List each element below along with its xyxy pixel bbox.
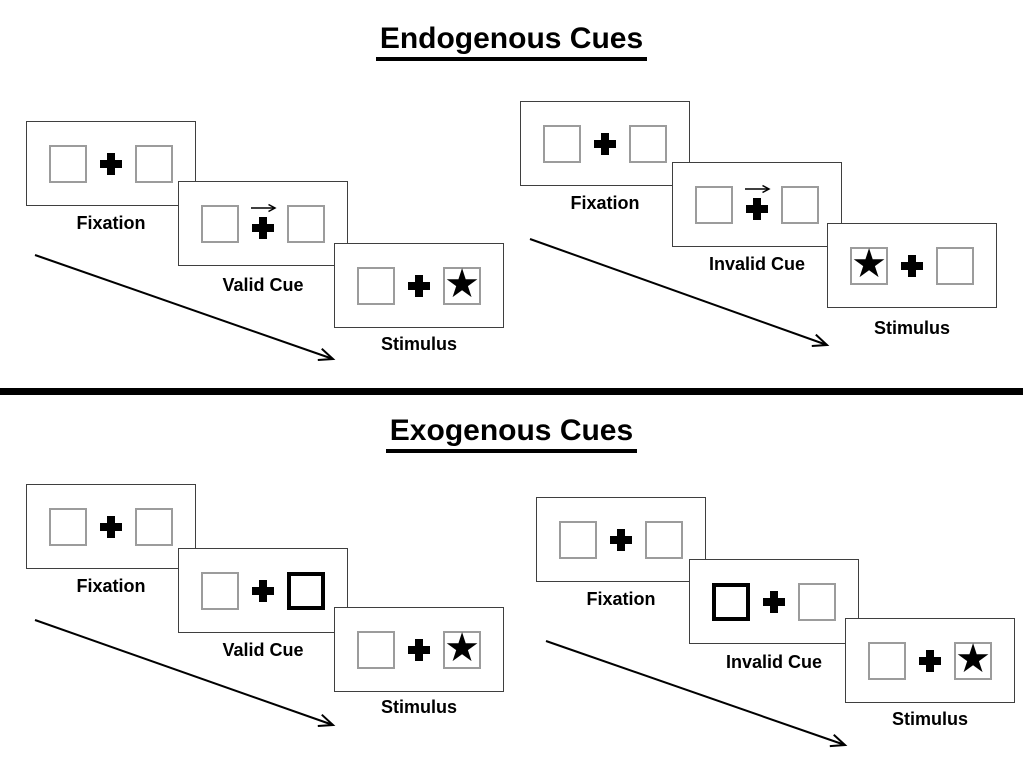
section-divider <box>0 388 1023 395</box>
trial-sequence-arrow <box>529 238 830 347</box>
invalid-cue-panel <box>689 559 859 644</box>
stimulus-panel: ★ <box>845 618 1015 703</box>
left-placeholder-box <box>543 124 581 163</box>
left-placeholder-box <box>49 507 87 546</box>
right-target-box: ★ <box>954 635 992 682</box>
fixation-cross-icon <box>100 515 122 538</box>
panel-label: Stimulus <box>380 334 457 354</box>
panel-label: Stimulus <box>380 697 457 717</box>
right-placeholder-box <box>135 144 173 183</box>
panel-label: Fixation <box>76 576 146 596</box>
star-stimulus-icon: ★ <box>444 624 480 671</box>
fixation-cross-icon <box>252 217 274 239</box>
fixation-panel <box>520 101 690 186</box>
trial-sequence-arrow <box>34 619 336 728</box>
left-placeholder-box <box>868 641 906 680</box>
right-placeholder-box <box>629 124 667 163</box>
valid-cue-panel <box>178 548 348 633</box>
panel-label: Invalid Cue <box>725 652 823 672</box>
fixation-cross-icon <box>901 254 923 277</box>
fixation-cross-icon <box>594 132 616 155</box>
right-placeholder-box <box>936 246 974 285</box>
fixation-panel <box>26 121 196 206</box>
valid-cue-panel <box>178 181 348 266</box>
panel-label: Fixation <box>586 589 656 609</box>
panel-label: Invalid Cue <box>708 254 806 274</box>
fixation-cross-icon <box>746 198 768 220</box>
left-target-box: ★ <box>850 240 888 287</box>
trial-sequence-arrow <box>34 254 336 362</box>
left-placeholder-box <box>201 571 239 610</box>
panel-label: Valid Cue <box>222 640 304 660</box>
fixation-cross-icon <box>100 152 122 175</box>
right-placeholder-box <box>645 520 683 559</box>
exogenous-title: Exogenous Cues <box>0 414 1023 453</box>
panel-label: Valid Cue <box>222 275 304 295</box>
fixation-cross-icon <box>408 274 430 297</box>
right-arrow-cue-icon <box>745 184 771 194</box>
right-target-box: ★ <box>443 260 481 307</box>
invalid-cue-panel <box>672 162 842 247</box>
endogenous-title: Endogenous Cues <box>0 22 1023 61</box>
fixation-cross-icon <box>408 638 430 661</box>
left-placeholder-box <box>695 185 733 224</box>
right-placeholder-box <box>135 507 173 546</box>
right-placeholder-box <box>798 582 836 621</box>
fixation-panel <box>26 484 196 569</box>
panel-label: Stimulus <box>873 318 950 338</box>
left-placeholder-box <box>559 520 597 559</box>
right-placeholder-box <box>287 204 325 243</box>
right-arrow-cue-icon <box>251 203 277 213</box>
stimulus-panel: ★ <box>827 223 997 308</box>
left-cued-box <box>712 582 750 621</box>
fixation-panel <box>536 497 706 582</box>
left-placeholder-box <box>49 144 87 183</box>
fixation-cross-icon <box>919 649 941 672</box>
star-stimulus-icon: ★ <box>444 260 480 307</box>
left-placeholder-box <box>201 204 239 243</box>
star-stimulus-icon: ★ <box>851 240 887 287</box>
stimulus-panel: ★ <box>334 243 504 328</box>
star-stimulus-icon: ★ <box>955 635 991 682</box>
stimulus-panel: ★ <box>334 607 504 692</box>
left-placeholder-box <box>357 630 395 669</box>
panel-label: Stimulus <box>891 709 968 729</box>
trial-sequence-arrow <box>545 640 848 748</box>
panel-label: Fixation <box>76 213 146 233</box>
panel-label: Fixation <box>570 193 640 213</box>
fixation-cross-icon <box>610 528 632 551</box>
right-target-box: ★ <box>443 624 481 671</box>
right-placeholder-box <box>781 185 819 224</box>
left-placeholder-box <box>357 266 395 305</box>
fixation-cross-icon <box>252 579 274 602</box>
fixation-cross-icon <box>763 590 785 613</box>
right-cued-box <box>287 571 325 610</box>
